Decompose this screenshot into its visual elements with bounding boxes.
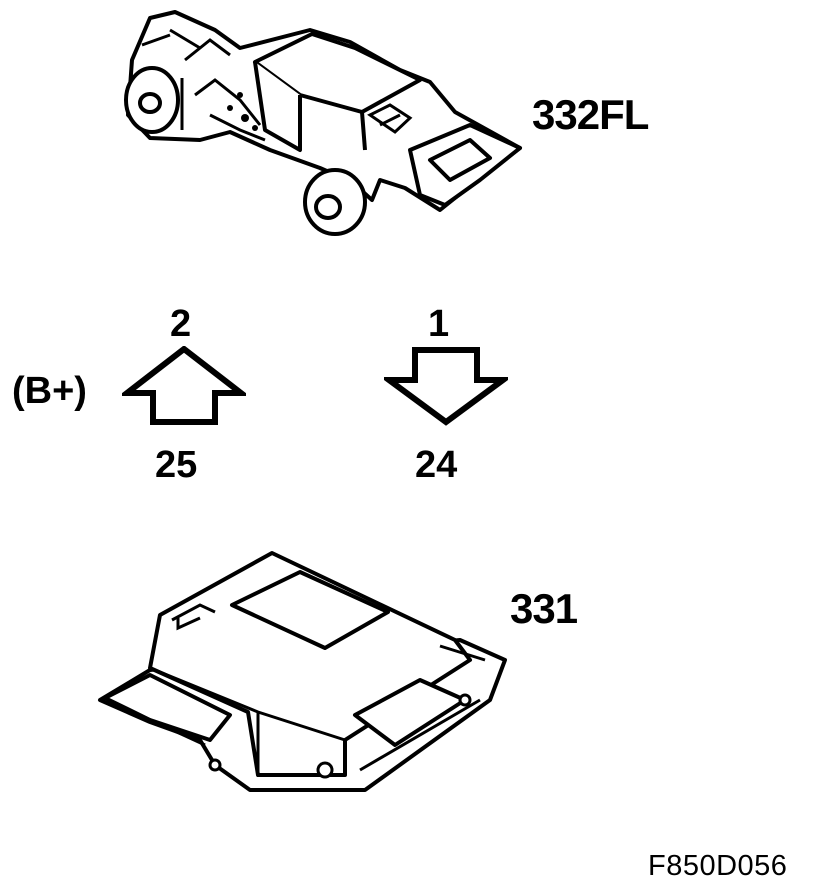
arrow-down-icon — [384, 347, 508, 426]
left-top-pin-number: 2 — [170, 303, 192, 345]
side-impact-sensor-drawing — [124, 10, 522, 236]
control-unit-reference-label: 331 — [510, 585, 578, 632]
airbag-control-unit-drawing — [98, 551, 507, 792]
b-plus-label: (B+) — [12, 370, 87, 412]
figure-code: F850D056 — [648, 850, 788, 882]
left-bottom-pin-number: 25 — [155, 444, 198, 486]
arrow-up-icon — [122, 346, 246, 425]
right-top-pin-number: 1 — [428, 303, 450, 345]
sensor-reference-label: 332FL — [532, 91, 649, 138]
right-bottom-pin-number: 24 — [415, 444, 458, 486]
